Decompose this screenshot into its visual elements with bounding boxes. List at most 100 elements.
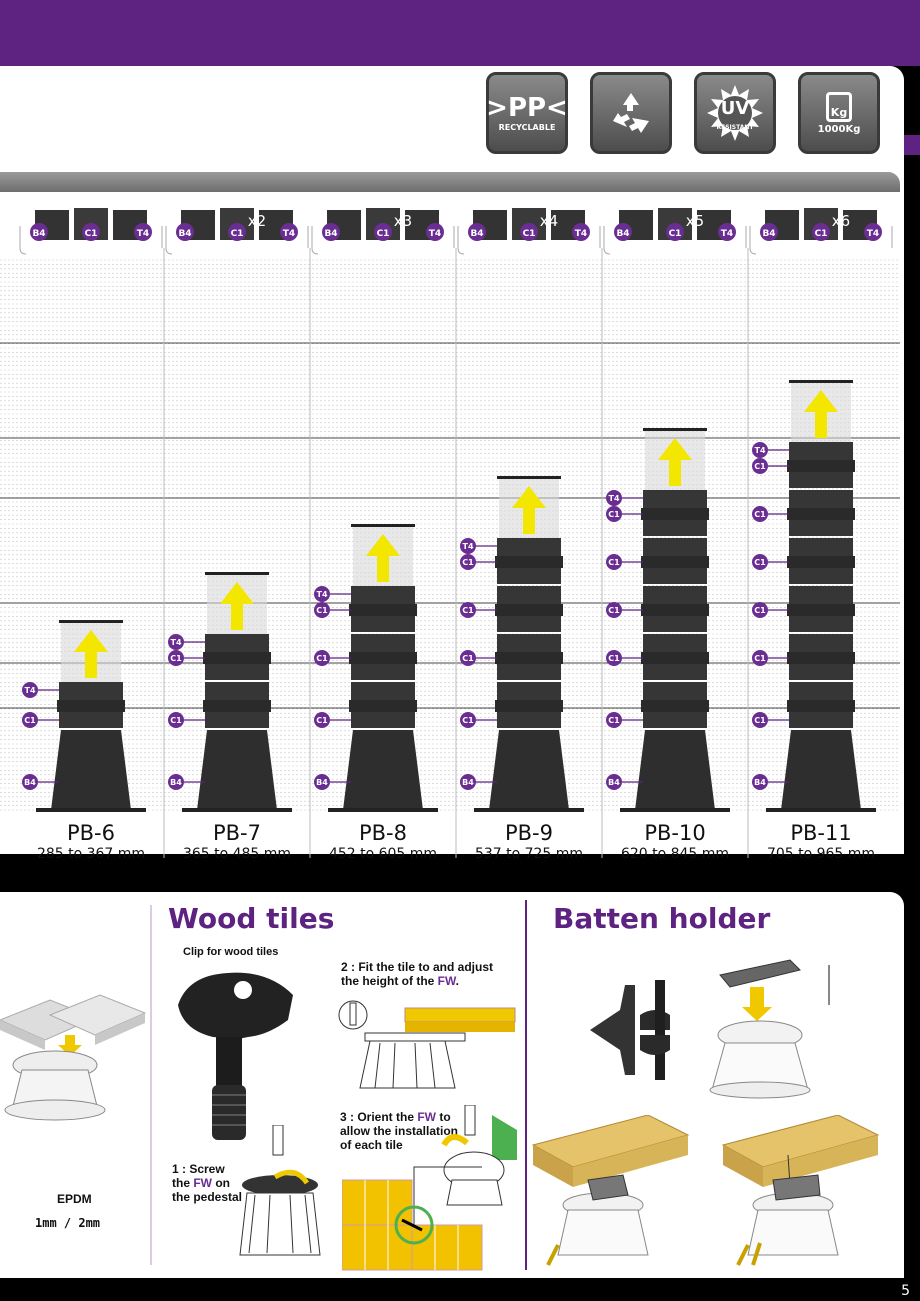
part-callout-badge [460, 712, 476, 728]
part-callout-badge [460, 538, 476, 554]
part-label-badge [760, 223, 778, 241]
part-label-badge [82, 223, 100, 241]
part-callout-badge [752, 458, 768, 474]
part-callout-text: C1 [608, 716, 620, 725]
part-callout-text: C1 [754, 606, 766, 615]
part-label-text: T4 [137, 229, 149, 239]
column-bracket [311, 226, 455, 255]
wood-tiles-heading: Wood tiles [168, 902, 335, 935]
part-label-badge [322, 223, 340, 241]
part-label-badge [520, 223, 538, 241]
height-arrow-shaft [377, 556, 389, 582]
part-label-text: B4 [32, 229, 45, 239]
step1-fw: FW [193, 1176, 212, 1190]
part-callout-badge [168, 634, 184, 650]
height-arrow-head [74, 630, 108, 652]
part-label-text: T4 [721, 229, 733, 239]
column-bracket [19, 226, 163, 255]
step3-line3: of each tile [340, 1138, 403, 1152]
part-callout-text: C1 [754, 654, 766, 663]
coupler-ring [787, 700, 855, 712]
step2-fw: FW [437, 974, 456, 988]
part-label-text: B4 [616, 229, 629, 239]
part-callout-text: C1 [316, 606, 328, 615]
recycle-icon [590, 72, 672, 154]
height-range: 620 to 845 mm [621, 846, 729, 858]
step3-line2: allow the installation [340, 1124, 459, 1138]
part-callout-badge [606, 506, 622, 522]
pedestal-base [489, 730, 569, 810]
height-range: 452 to 605 mm [329, 846, 437, 858]
coupler-ring [349, 652, 417, 664]
top-plate [351, 524, 415, 527]
part-label-text: B4 [762, 229, 775, 239]
model-name: PB-7 [213, 821, 261, 845]
step2-line1: 2 : Fit the tile to and adjust [341, 960, 494, 974]
part-callout-badge [314, 774, 330, 790]
model-name: PB-11 [790, 821, 851, 845]
part-callout-text: C1 [754, 462, 766, 471]
part-label-badge [864, 223, 882, 241]
badge-text: UV [720, 97, 750, 119]
epdm-pad-illustration [0, 994, 147, 1121]
badge-subtext: RESISTANT [716, 123, 754, 131]
pedestal-base [51, 730, 131, 810]
part-callout-text: B4 [754, 778, 766, 787]
height-arrow-head [658, 438, 692, 460]
part-label-badge [134, 223, 152, 241]
part-callout-text: B4 [462, 778, 474, 787]
coupler-ring [495, 604, 563, 616]
step1-pre: the [172, 1176, 194, 1190]
part-callout-badge [606, 554, 622, 570]
epdm-title: EPDM [57, 1192, 92, 1206]
top-plate [497, 476, 561, 479]
batten-installation-illustration [531, 1115, 880, 1266]
part-callout-badge [606, 490, 622, 506]
part-callout-text: B4 [608, 778, 620, 787]
coupler-ring [787, 508, 855, 520]
coupler-ring [495, 556, 563, 568]
part-callout-badge [606, 650, 622, 666]
batten-holder-assembly-illustration [709, 959, 830, 1099]
top-band [0, 0, 920, 66]
part-label-badge [468, 223, 486, 241]
uv-resistant-icon: UV RESISTANT [694, 72, 776, 154]
height-arrow-shaft [85, 652, 97, 678]
part-callout-badge [22, 774, 38, 790]
step3-text: 3 : Orient the FW to allow the installat… [340, 1110, 458, 1152]
column-bracket [457, 226, 601, 255]
coupler-ring [349, 700, 417, 712]
part-callout-text: C1 [608, 558, 620, 567]
pedestal-foot [766, 808, 876, 812]
clip-label: Clip for wood tiles [183, 946, 279, 958]
part-callout-text: T4 [608, 494, 619, 503]
part-label-badge [572, 223, 590, 241]
epdm-divider [150, 905, 152, 1265]
part-callout-text: C1 [316, 716, 328, 725]
coupler-ring [641, 652, 709, 664]
part-label-text: C1 [523, 229, 536, 239]
part-callout-badge [168, 650, 184, 666]
epdm-sizes: 1mm / 2mm [35, 1216, 101, 1230]
weight-1000kg-icon: Kg 1000Kg [798, 72, 880, 154]
step1-line2: the FW on [172, 1176, 242, 1190]
part-label-badge [228, 223, 246, 241]
model-name: PB-9 [505, 821, 553, 845]
part-label-text: C1 [669, 229, 682, 239]
badge-subtext: 1000Kg [817, 123, 861, 135]
part-callout-badge [460, 554, 476, 570]
multiplier-label: x3 [394, 212, 412, 230]
part-label-badge [812, 223, 830, 241]
coupler-ring [203, 700, 271, 712]
step1-post: on [212, 1176, 230, 1190]
step2-text: 2 : Fit the tile to and adjust the heigh… [341, 960, 493, 988]
height-range: 285 to 367 mm [37, 846, 145, 858]
model-name: PB-8 [359, 821, 407, 845]
part-callout-text: C1 [462, 654, 474, 663]
column-bracket [603, 226, 747, 255]
part-callout-badge [314, 712, 330, 728]
top-plate [789, 380, 853, 383]
part-label-text: C1 [231, 229, 244, 239]
badge-text: >PP< [486, 92, 568, 123]
coupler-ring [641, 700, 709, 712]
